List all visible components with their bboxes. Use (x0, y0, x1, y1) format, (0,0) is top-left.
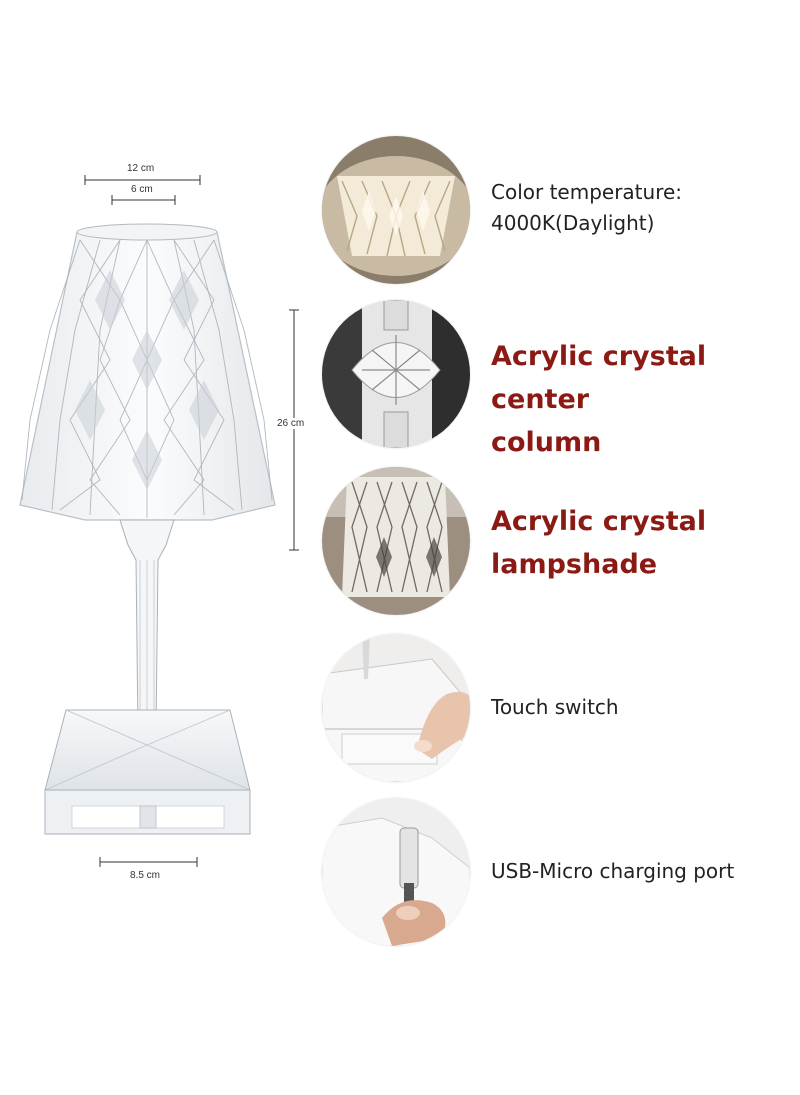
feature-usb-port: USB-Micro charging port (491, 856, 734, 887)
thumbnail-usb-port (322, 798, 470, 946)
feature-1-line2: 4000K(Daylight) (491, 211, 655, 235)
feature-1-line1: Color temperature: (491, 180, 683, 204)
thumbnail-touch-switch (322, 634, 470, 782)
lamp-drawing (19, 175, 299, 867)
lamp-base (44, 709, 251, 835)
feature-5-line1: USB-Micro charging port (491, 859, 735, 883)
thumbnail-glowing-shade (322, 136, 470, 284)
feature-center-column: Acrylic crystal center column (491, 335, 800, 464)
feature-2-line1: Acrylic crystal center (491, 341, 707, 415)
dimension-lines (84, 175, 299, 867)
dimension-top-outer: 12 cm (127, 163, 155, 174)
feature-color-temperature: Color temperature: 4000K(Daylight) (491, 177, 682, 239)
thumbnail-center-column (322, 300, 470, 448)
feature-3-line1: Acrylic crystal (491, 506, 707, 537)
dimension-height: 26 cm (277, 418, 305, 429)
lamp-column (119, 519, 175, 731)
feature-lampshade: Acrylic crystal lampshade (491, 500, 706, 586)
feature-3-line2: lampshade (491, 549, 658, 580)
dimension-top-inner: 6 cm (131, 184, 153, 195)
feature-4-line1: Touch switch (491, 695, 619, 719)
lamp-illustration: 12 cm 6 cm 26 cm 8.5 cm (0, 0, 310, 1091)
feature-touch-switch: Touch switch (491, 692, 619, 723)
feature-2-line2: column (491, 427, 602, 458)
dimension-base: 8.5 cm (130, 870, 161, 881)
thumbnail-lampshade (322, 467, 470, 615)
lamp-shade (19, 223, 276, 521)
